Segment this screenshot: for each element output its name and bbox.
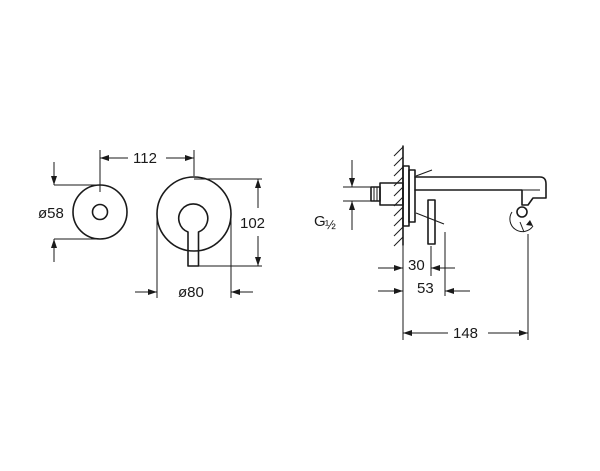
large-rosette-outline [156, 176, 232, 252]
dim-53-label: 53 [417, 280, 434, 297]
small-rosette-view: ø58 [38, 162, 128, 262]
arrow-80-right [231, 289, 240, 295]
arrow-53-left [394, 288, 403, 294]
arrow-148-right [519, 330, 528, 336]
arrow-58-bottom [51, 239, 57, 248]
arrow-148-left [403, 330, 412, 336]
arrow-30-right [431, 265, 440, 271]
arrow-g-top [349, 178, 355, 187]
arrow-53-right [445, 288, 454, 294]
arrow-g-bottom [349, 201, 355, 210]
g-half-connection [370, 186, 381, 202]
dim-g-label: G [314, 213, 326, 230]
arrow-30-left [394, 265, 403, 271]
small-rosette-outline [72, 184, 128, 240]
aerator-end [516, 206, 528, 218]
dim-112: 112 [99, 150, 195, 192]
dim-58-label: ø58 [38, 205, 64, 222]
arrow-102-bottom [255, 257, 261, 266]
dim-102-label: 102 [240, 215, 265, 232]
lever-handle [177, 203, 209, 267]
arrow-58-top [51, 176, 57, 185]
dim-g-fraction: ½ [325, 217, 336, 232]
small-rosette-knob [91, 203, 109, 221]
dim-80-label: ø80 [178, 284, 204, 301]
arrow-80-left [148, 289, 157, 295]
dim-112-label: 112 [133, 150, 157, 167]
spout [414, 176, 547, 206]
wall-hatching [393, 145, 404, 247]
arrow-102-top [255, 179, 261, 188]
swivel-arc [509, 211, 534, 233]
concealed-body [379, 182, 404, 206]
dim-30-label: 30 [408, 257, 425, 274]
arrow-112-left [100, 155, 109, 161]
swivel-arrow [526, 220, 533, 226]
dim-148-label: 148 [453, 325, 478, 342]
arrow-112-right [185, 155, 194, 161]
side-elevation-view: G ½ 30 53 148 [314, 145, 547, 342]
spout-rosette [402, 165, 410, 227]
large-rosette-view: 102 ø80 [135, 176, 265, 301]
side-lever [427, 199, 436, 245]
lever-rosette [408, 169, 416, 223]
